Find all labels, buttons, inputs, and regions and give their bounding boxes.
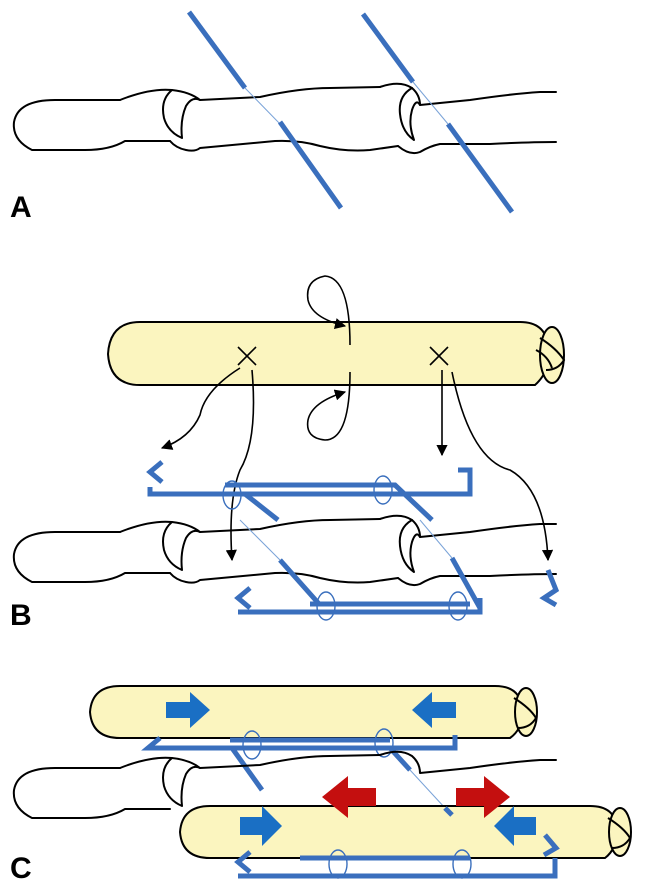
wire-frame-lower [238, 520, 556, 620]
finger-bone-outline [14, 84, 556, 153]
wire-frame-upper [148, 729, 455, 808]
panel-a: A [10, 12, 556, 224]
k-wire-2b [448, 124, 512, 212]
wire-frame-upper [150, 462, 470, 520]
panel-label-c: C [10, 852, 32, 883]
panel-b: B [10, 276, 564, 632]
implant-tube [108, 322, 564, 385]
k-wire-2 [363, 14, 413, 82]
panel-label-b: B [10, 599, 32, 632]
k-wire-1b [280, 122, 341, 208]
k-wire-group [189, 12, 512, 212]
panel-c: C [10, 686, 631, 883]
k-wire-1 [189, 12, 245, 88]
finger-bone-outline [14, 516, 556, 585]
panel-label-a: A [10, 191, 32, 224]
implant-tube [90, 686, 537, 738]
